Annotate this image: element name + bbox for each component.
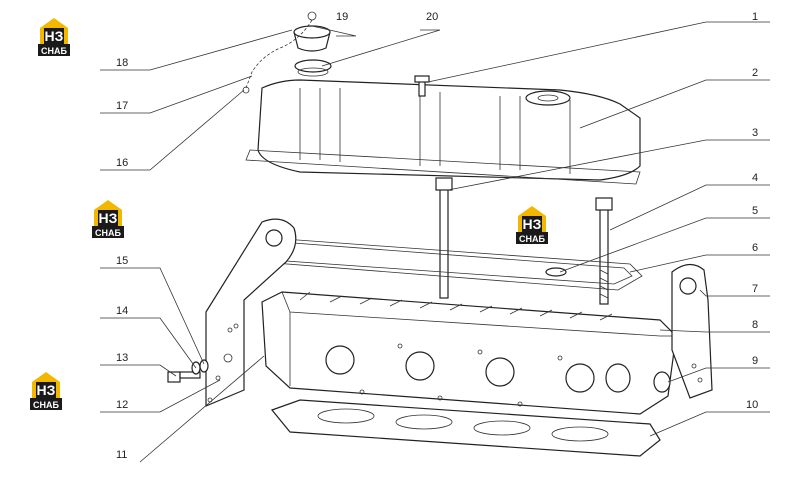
brand-logo-bottom-left: НЗ СНАБ [30, 372, 62, 410]
logo-caption: СНАБ [519, 234, 545, 244]
logo-caption: СНАБ [33, 400, 59, 410]
callout-18: 18 [116, 57, 128, 69]
callout-5: 5 [752, 205, 758, 217]
callout-3: 3 [752, 127, 758, 139]
callout-6: 6 [752, 242, 758, 254]
cover-bolt [414, 75, 430, 97]
callout-13: 13 [116, 352, 128, 364]
logo-glyph: НЗ [45, 28, 64, 44]
brand-logo-mid-left: НЗ СНАБ [92, 200, 124, 238]
callout-12: 12 [116, 399, 128, 411]
callout-14: 14 [116, 305, 128, 317]
head-gasket [270, 399, 661, 457]
callout-4: 4 [752, 172, 758, 184]
callout-16: 16 [116, 157, 128, 169]
bracket-fasteners [167, 359, 209, 383]
logo-glyph: НЗ [523, 216, 542, 232]
core-plug [653, 371, 671, 393]
leader-lines [100, 21, 770, 463]
brand-logo-center: НЗ СНАБ [516, 206, 548, 244]
callout-17: 17 [116, 100, 128, 112]
valve-cover [245, 79, 641, 185]
logo-glyph: НЗ [99, 210, 118, 226]
cylinder-head [261, 291, 677, 415]
callout-9: 9 [752, 355, 758, 367]
cover-gasket [261, 237, 643, 291]
brand-logo-top-left: НЗ СНАБ [38, 18, 70, 56]
lifting-bracket-left [205, 218, 297, 407]
retaining-chain [242, 11, 317, 94]
callout-7: 7 [752, 283, 758, 295]
callout-10: 10 [746, 399, 758, 411]
callout-11: 11 [116, 449, 127, 461]
logo-caption: СНАБ [95, 228, 121, 238]
filler-cap [293, 25, 332, 77]
callout-2: 2 [752, 67, 758, 79]
callout-15: 15 [116, 255, 128, 267]
logo-glyph: НЗ [37, 382, 56, 398]
callout-1: 1 [752, 11, 758, 23]
washer [545, 267, 567, 277]
callout-8: 8 [752, 319, 758, 331]
callout-19: 19 [336, 11, 348, 23]
callout-20: 20 [426, 11, 438, 23]
logo-caption: СНАБ [41, 46, 67, 56]
